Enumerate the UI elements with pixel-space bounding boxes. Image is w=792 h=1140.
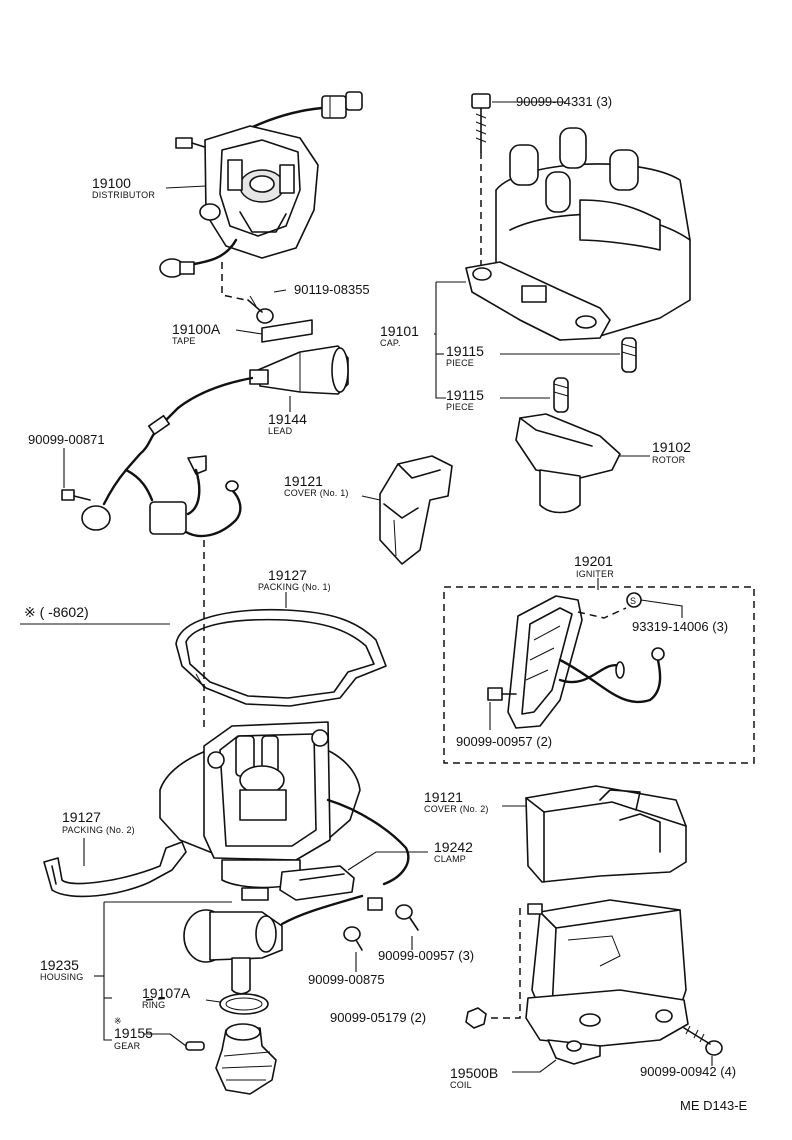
- rotor-19102-drawing: [515, 413, 621, 514]
- cover-no1-part-no: 19121: [284, 473, 323, 489]
- cap-part-no: 19101: [380, 323, 419, 339]
- svg-text:S: S: [630, 596, 636, 606]
- clamp-part-no: 19242: [434, 839, 473, 855]
- cap-name: CAP.: [380, 338, 401, 348]
- igniter-part-no: 19201: [574, 553, 613, 569]
- housing-19235-drawing: [159, 721, 410, 995]
- cover-no2-19121-drawing: [525, 785, 687, 883]
- cover-no2-part-no: 19121: [424, 789, 463, 805]
- igniter-19201-drawing: [487, 595, 665, 729]
- screw-90099-00875-drawing: [343, 926, 363, 951]
- piece-b-name: PIECE: [446, 402, 474, 412]
- lead-19144-drawing: [81, 345, 349, 538]
- screw-coil-part-no: 90099-00942 (4): [640, 1064, 736, 1079]
- screw-90099-00942-drawing: [683, 1025, 723, 1056]
- coil-part-no: 19500B: [450, 1065, 498, 1081]
- gear-name: GEAR: [114, 1041, 141, 1051]
- igniter-screw-part-no: 90099-00957 (2): [456, 734, 552, 749]
- nut-90099-05179-drawing: [465, 1007, 487, 1029]
- packing-no2-name: PACKING (No. 2): [62, 825, 135, 835]
- gear-part-no: 19155: [114, 1025, 153, 1041]
- distributor-assembly-drawing: [159, 91, 363, 278]
- piece-b-part-no: 19115: [446, 387, 484, 403]
- clamp-name: CLAMP: [434, 854, 466, 864]
- coil-19500b-drawing: [488, 899, 689, 1065]
- screw-top-part-no: 90099-04331 (3): [516, 94, 612, 109]
- igniter-name: IGNITER: [576, 569, 614, 579]
- tape-drawing: [261, 319, 313, 343]
- note-text: ※ ( -8602): [24, 604, 89, 620]
- ring-part-no: 19107A: [142, 985, 191, 1001]
- lead-name: LEAD: [268, 426, 293, 436]
- gear-mark: ※: [114, 1016, 122, 1026]
- drawing-code: ME D143-E: [680, 1098, 748, 1113]
- piece-19115-drawing: [553, 337, 637, 413]
- tape-name: TAPE: [172, 336, 196, 346]
- screw-lead-part-no: 90099-00871: [28, 432, 105, 447]
- tape-part-no: 19100A: [172, 321, 221, 337]
- igniter-screw-s-part-no: 93319-14006 (3): [632, 619, 728, 634]
- piece-a-name: PIECE: [446, 358, 474, 368]
- cap-19101-drawing: [465, 93, 691, 341]
- ring-name: RING: [142, 1000, 165, 1010]
- nut-coil-part-no: 90099-05179 (2): [330, 1010, 426, 1025]
- cover-no1-19121-drawing: [379, 455, 453, 565]
- coil-name: COIL: [450, 1080, 472, 1090]
- packing-no1-name: PACKING (No. 1): [258, 582, 331, 592]
- lead-part-no: 19144: [268, 411, 307, 427]
- igniter-group-box: [443, 586, 755, 764]
- packing-no1-part-no: 19127: [268, 567, 307, 583]
- rotor-part-no: 19102: [652, 439, 691, 455]
- housing-name: HOUSING: [40, 972, 83, 982]
- clamp-19242-drawing: [279, 865, 383, 911]
- piece-a-part-no: 19115: [446, 343, 484, 359]
- screw-clamp-part-no: 90099-00957 (3): [378, 948, 474, 963]
- screw-housing-part-no: 90099-00875: [308, 972, 385, 987]
- cover-no1-name: COVER (No. 1): [284, 488, 349, 498]
- bolt-90119-08355-drawing: [247, 295, 274, 324]
- packing-no2-part-no: 19127: [62, 809, 101, 825]
- rotor-name: ROTOR: [652, 455, 686, 465]
- packing-no2-19127-drawing: [43, 841, 187, 898]
- screw-90099-00871-drawing: [61, 489, 91, 501]
- distributor-part-no: 19100: [92, 175, 131, 191]
- housing-part-no: 19235: [40, 957, 79, 973]
- screw-90099-00957-3-drawing: [395, 904, 419, 931]
- packing-no1-19127-drawing: [175, 608, 387, 707]
- bolt-part-no: 90119-08355: [294, 282, 370, 297]
- distributor-name: DISTRIBUTOR: [92, 190, 155, 200]
- ring-19107a-drawing: [219, 993, 269, 1015]
- gear-19155-drawing: [185, 1023, 277, 1095]
- cover-no2-name: COVER (No. 2): [424, 804, 489, 814]
